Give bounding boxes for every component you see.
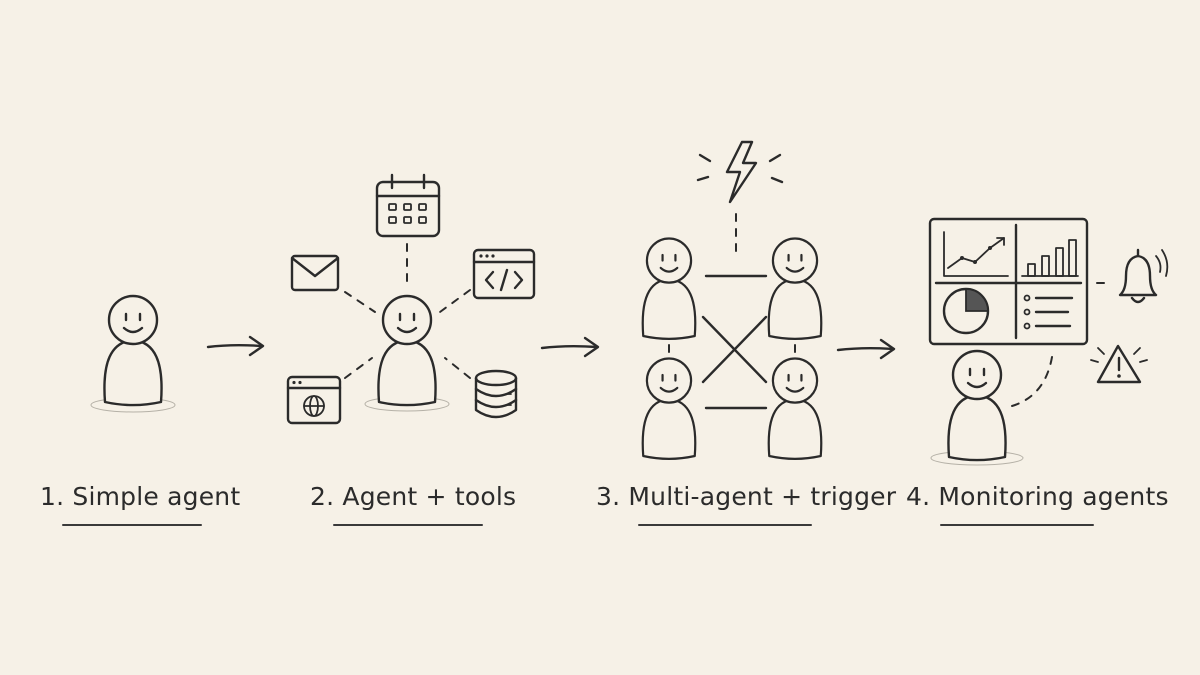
connector-line bbox=[344, 357, 373, 379]
lightning-bolt-icon bbox=[696, 140, 784, 204]
agent-figure bbox=[767, 357, 823, 460]
connector-line bbox=[439, 289, 471, 313]
step-label-agent-tools: 2. Agent + tools bbox=[310, 482, 517, 511]
step-underline bbox=[62, 524, 202, 526]
link-line bbox=[701, 315, 768, 384]
agent-figure bbox=[641, 237, 697, 340]
step-label-monitoring: 4. Monitoring agents bbox=[906, 482, 1169, 511]
agent-tools-group bbox=[286, 173, 536, 425]
agent-figure bbox=[767, 237, 823, 340]
step-underline bbox=[333, 524, 483, 526]
arrow-icon bbox=[836, 338, 896, 360]
warning-icon bbox=[1090, 344, 1148, 384]
database-icon bbox=[474, 369, 518, 419]
agent-figure bbox=[377, 294, 437, 407]
connector-line bbox=[444, 357, 471, 379]
step-underline bbox=[940, 524, 1094, 526]
web-browser-icon bbox=[286, 375, 342, 425]
arrow-icon bbox=[206, 335, 265, 357]
monitor-connector bbox=[1011, 349, 1054, 407]
step-underline bbox=[638, 524, 812, 526]
step-label-simple-agent: 1. Simple agent bbox=[40, 482, 241, 511]
bell-icon bbox=[1118, 248, 1169, 304]
agent-figure bbox=[103, 294, 163, 407]
step-label-multi-agent: 3. Multi-agent + trigger bbox=[596, 482, 897, 511]
agent-figure bbox=[641, 357, 697, 460]
mail-icon bbox=[290, 254, 340, 292]
arrow-icon bbox=[540, 336, 600, 358]
calendar-icon bbox=[375, 173, 441, 238]
simple-agent-group bbox=[90, 294, 176, 413]
multi-agent-group bbox=[641, 140, 823, 460]
monitoring-group bbox=[928, 217, 1169, 466]
agent-figure bbox=[947, 349, 1007, 462]
code-window-icon bbox=[472, 248, 536, 300]
dashboard-icon bbox=[928, 217, 1089, 346]
connector-line bbox=[344, 291, 376, 313]
